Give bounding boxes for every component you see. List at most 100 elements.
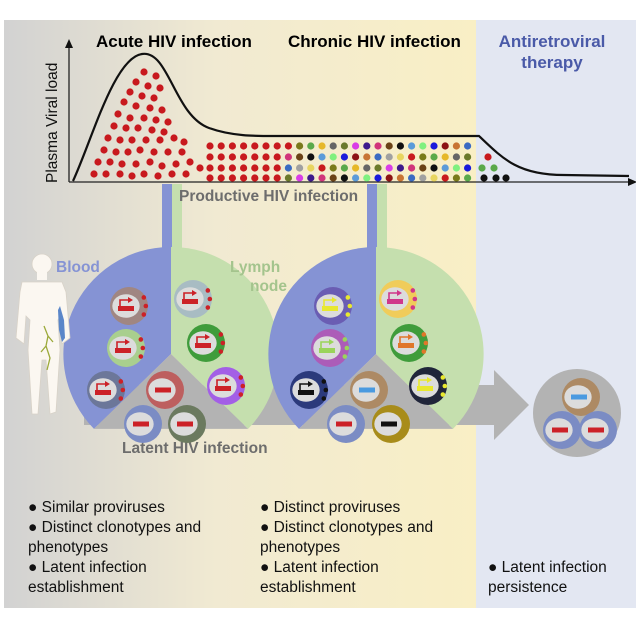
virus-particle: [408, 174, 416, 182]
virus-particle: [385, 174, 393, 182]
virus-particle: [374, 174, 382, 182]
promoter-arrow-icon: [399, 336, 408, 343]
virus-particle: [164, 118, 172, 126]
virus-particle: [217, 164, 225, 172]
virus-particle: [419, 142, 427, 150]
virus-particle: [464, 153, 472, 161]
virus-particle: [340, 174, 348, 182]
virus-particle: [146, 158, 154, 166]
virus-particle: [126, 88, 134, 96]
latent-cell: [543, 411, 581, 449]
virus-particle: [206, 142, 214, 150]
infected-cell: [187, 324, 226, 362]
virus-particle: [104, 134, 112, 142]
virus-particle: [154, 172, 162, 180]
virus-particle: [441, 142, 449, 150]
virus-particle: [430, 174, 438, 182]
virus-particle: [112, 148, 120, 156]
virus-particle: [196, 164, 204, 172]
virus-particle: [118, 160, 126, 168]
chronic-phase-title: Chronic HIV infection: [288, 32, 461, 51]
bullet-line: phenotypes: [28, 539, 109, 556]
virus-particle: [452, 164, 460, 172]
virus-particle: [408, 164, 416, 172]
bullet-line: ● Distinct clonotypes and: [28, 519, 202, 536]
latent-infection-label: Latent HIV infection: [122, 440, 268, 457]
art-background: [476, 20, 636, 608]
virus-particle: [134, 124, 142, 132]
virus-particle: [318, 153, 326, 161]
virus-particle: [170, 134, 178, 142]
bullet-line: ● Similar proviruses: [28, 499, 165, 516]
infected-cell: [110, 287, 149, 325]
virus-particle: [374, 142, 382, 150]
lymph-node-label-line1: Lymph: [230, 259, 280, 276]
virus-particle: [140, 68, 148, 76]
virus-particle: [318, 174, 326, 182]
infected-cell: [390, 324, 429, 362]
promoter-arrow-icon: [96, 383, 105, 390]
virus-particle: [262, 142, 270, 150]
bullet-line: ● Distinct clonotypes and: [260, 519, 434, 536]
promoter-arrow-icon: [418, 379, 427, 386]
promoter-arrow-icon: [196, 336, 205, 343]
provirus-icon: [182, 299, 198, 304]
virus-particle: [168, 170, 176, 178]
virus-particle: [502, 174, 510, 182]
virus-particle: [385, 153, 393, 161]
provirus-icon: [381, 421, 397, 427]
infected-cell: [107, 329, 146, 367]
virus-particle: [441, 153, 449, 161]
virus-particle: [128, 172, 136, 180]
latent-cell: [124, 405, 162, 443]
provirus-icon: [552, 427, 568, 433]
provirus-icon: [571, 394, 587, 400]
viral-load-axes: [65, 39, 636, 186]
infected-cell: [314, 287, 353, 325]
virus-particle: [180, 138, 188, 146]
virus-particle: [114, 110, 122, 118]
virus-particle: [240, 142, 248, 150]
y-axis-label: Plasma Viral load: [44, 63, 61, 183]
diagram-canvas: Acute HIV infection Chronic HIV infectio…: [4, 20, 636, 608]
virus-particle: [419, 153, 427, 161]
virus-particle: [152, 72, 160, 80]
provirus-icon: [195, 343, 211, 348]
virus-particle: [419, 164, 427, 172]
virus-particle: [363, 164, 371, 172]
provirus-icon: [588, 427, 604, 433]
lymph-vessel-icon: [40, 325, 54, 371]
virus-particle: [240, 164, 248, 172]
bullet-line: phenotypes: [260, 539, 341, 556]
latent-cell: [168, 405, 206, 443]
virus-particle: [116, 136, 124, 144]
latent-cell: [350, 371, 388, 409]
provirus-icon: [133, 421, 149, 427]
virus-particle: [352, 153, 360, 161]
latent-cell: [579, 411, 617, 449]
virus-particle: [262, 164, 270, 172]
virus-particle: [240, 153, 248, 161]
virus-particle: [296, 142, 304, 150]
virus-particle: [128, 136, 136, 144]
virus-particle: [385, 164, 393, 172]
acute-bullets: ● Similar proviruses ● Distinct clonotype…: [28, 498, 201, 598]
virus-particle: [140, 114, 148, 122]
provirus-icon: [359, 387, 375, 393]
infected-cell: [174, 280, 213, 318]
art-phase-title-line1: Antiretroviral: [499, 32, 606, 51]
virus-particle: [158, 106, 166, 114]
virus-particle: [262, 174, 270, 182]
virus-particle: [120, 98, 128, 106]
virus-particle: [396, 174, 404, 182]
productive-infection-label: Productive HIV infection: [179, 188, 358, 205]
promoter-arrow-icon: [216, 379, 225, 386]
virus-particle: [90, 170, 98, 178]
virus-particle: [182, 170, 190, 178]
provirus-icon: [417, 386, 433, 391]
virus-particle: [307, 153, 315, 161]
hiv-reservoir-diagram: Acute HIV infection Chronic HIV infectio…: [4, 20, 636, 608]
virus-particle: [478, 164, 486, 172]
blood-label: Blood: [56, 259, 100, 276]
virus-particle: [452, 174, 460, 182]
